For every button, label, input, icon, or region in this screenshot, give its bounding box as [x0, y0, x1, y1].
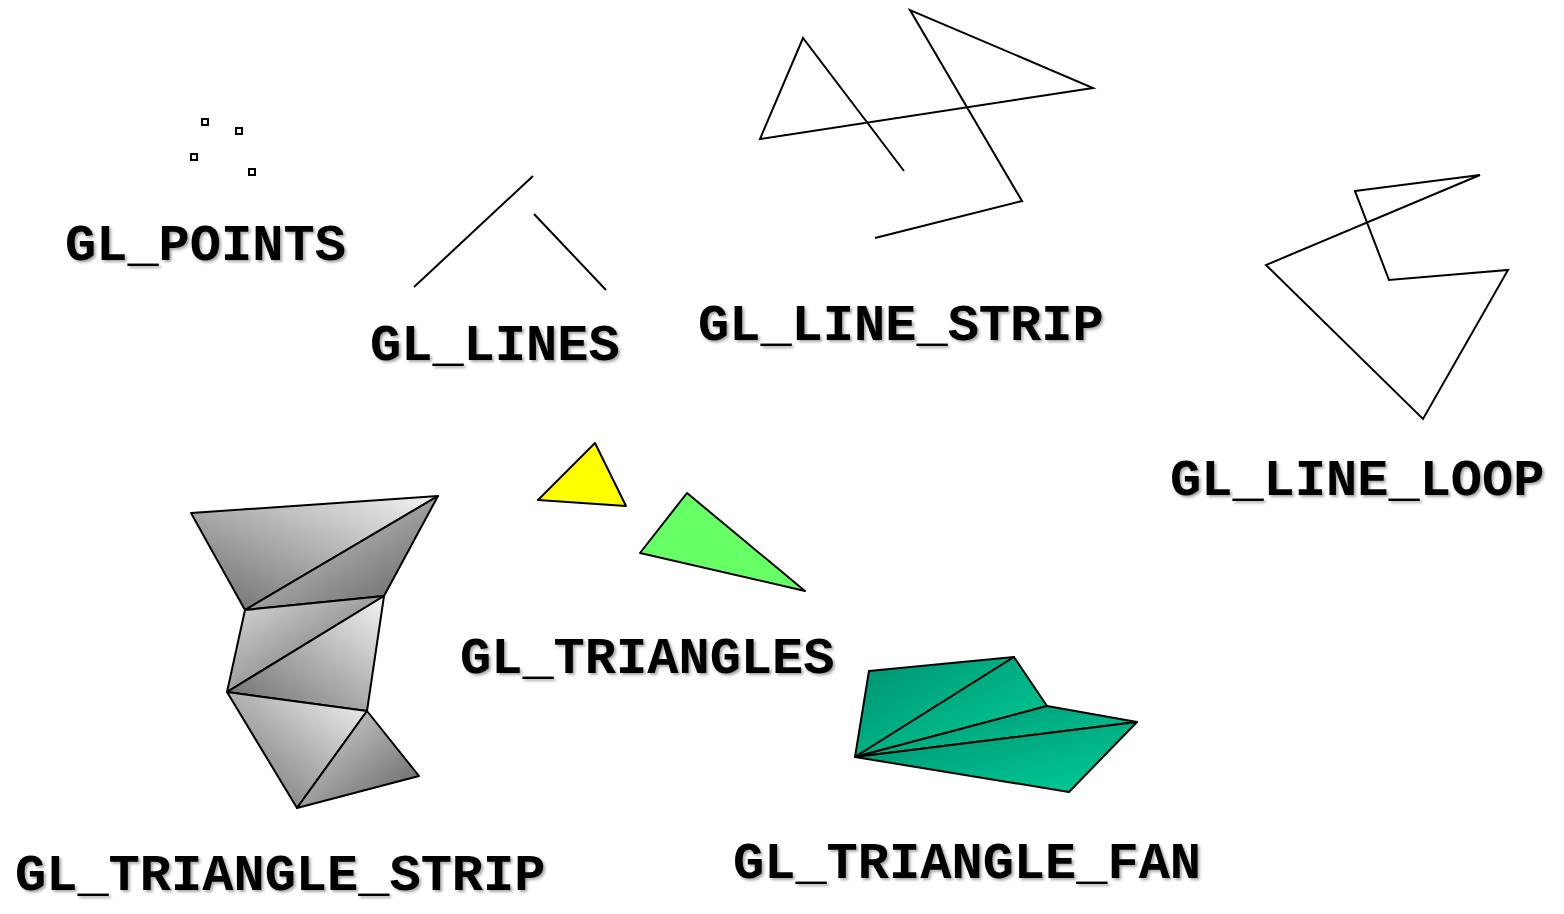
line-loop-figure — [1266, 175, 1508, 419]
strip-triangle — [297, 711, 419, 808]
triangle — [640, 493, 805, 591]
strip-triangle — [245, 496, 438, 610]
point — [236, 128, 242, 134]
strip-triangle — [191, 496, 438, 610]
line-strip-figure — [760, 10, 1093, 238]
primitive-label: GL_LINE_STRIP — [698, 301, 1104, 353]
primitive-label: GL_TRIANGLE_STRIP — [15, 851, 546, 903]
triangles-figure — [538, 443, 805, 591]
primitive-label: GL_POINTS — [65, 221, 346, 273]
point — [249, 169, 255, 175]
primitive-label: GL_LINES — [370, 321, 620, 373]
primitive-label: GL_LINE_LOOP — [1170, 456, 1544, 508]
fan-triangle — [855, 722, 1137, 792]
point — [191, 154, 197, 160]
triangle-strip-figure — [191, 496, 438, 808]
strip-triangle — [227, 596, 384, 711]
primitive-label: GL_TRIANGLES — [460, 634, 834, 686]
points-figure — [191, 119, 255, 175]
line-segment — [534, 214, 606, 290]
lines-figure — [414, 176, 606, 290]
line-segment — [414, 176, 533, 287]
triangle-fan-figure — [855, 657, 1137, 792]
primitive-label: GL_TRIANGLE_FAN — [733, 839, 1201, 891]
triangle — [538, 443, 626, 506]
point — [202, 119, 208, 125]
